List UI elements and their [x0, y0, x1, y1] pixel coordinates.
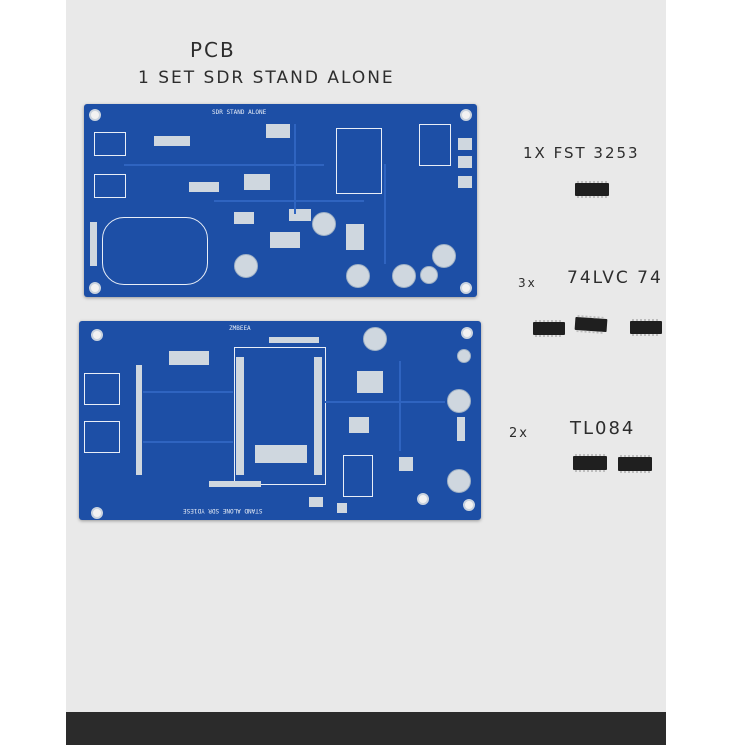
copper-trace [214, 200, 364, 202]
capacitor-pad [346, 264, 370, 288]
smd-pads [169, 351, 209, 365]
capacitor-pad [420, 266, 438, 284]
smd-pads [234, 212, 254, 224]
mounting-hole [417, 493, 429, 505]
title-pcb: PCB [190, 38, 236, 62]
photo-right-background [666, 0, 745, 745]
silk-outline [419, 124, 451, 166]
pcb-board-top: SDR STAND ALONE [84, 104, 477, 297]
label-74lvc74-qty: 3x [518, 276, 537, 290]
silk-outline [102, 217, 208, 285]
tl084-chip [618, 455, 652, 473]
copper-trace [294, 124, 296, 214]
title-set: 1 SET SDR STAND ALONE [138, 68, 395, 88]
smd-pads [309, 497, 323, 507]
copper-trace [325, 401, 445, 403]
header-pads [269, 337, 319, 343]
copper-trace [143, 391, 233, 393]
module-pads [314, 357, 322, 475]
capacitor-pad [457, 349, 471, 363]
pcb-board-bottom: ZMBEEA STAND ALONE SDR YD1ESE [79, 321, 481, 520]
label-fst3253: 1X FST 3253 [523, 144, 640, 162]
label-74lvc74-part: 74LVC 74 [567, 268, 663, 288]
silk-outline [84, 421, 120, 453]
photo-left-background [0, 0, 66, 745]
capacitor-pad [447, 469, 471, 493]
capacitor-pad [234, 254, 258, 278]
silk-outline [343, 455, 373, 497]
fst3253-chip [575, 181, 609, 198]
copper-trace [124, 164, 324, 166]
smd-pads [266, 124, 290, 138]
header-pads [209, 481, 261, 487]
copper-trace [399, 361, 401, 451]
74lvc74-chip [630, 319, 662, 336]
mounting-hole [91, 507, 103, 519]
mounting-hole [460, 282, 472, 294]
smd-pads [399, 457, 413, 471]
mounting-hole [89, 109, 101, 121]
board-silkscreen-text: STAND ALONE SDR YD1ESE [183, 507, 263, 514]
capacitor-pad [432, 244, 456, 268]
header-pads [136, 365, 142, 475]
smd-pads [189, 182, 219, 192]
tl084-chip [573, 454, 607, 472]
silk-outline [234, 347, 326, 485]
dark-floor [66, 712, 666, 745]
header-pads [457, 417, 465, 441]
74lvc74-chip [574, 316, 608, 333]
smd-pads [289, 209, 311, 221]
copper-trace [384, 164, 386, 264]
silk-outline [336, 128, 382, 194]
smd-pads [337, 503, 347, 513]
label-tl084-part: TL084 [570, 418, 636, 439]
label-tl084-qty: 2x [509, 426, 529, 441]
smd-pads [244, 174, 270, 190]
smd-pads [349, 417, 369, 433]
silk-outline [94, 132, 126, 156]
mounting-hole [91, 329, 103, 341]
module-pads [236, 357, 244, 475]
smd-pads [270, 232, 300, 248]
smd-pads [458, 156, 472, 168]
header-pads [90, 222, 97, 266]
mounting-hole [89, 282, 101, 294]
smd-pads [458, 176, 472, 188]
module-pads [255, 445, 307, 463]
capacitor-pad [392, 264, 416, 288]
board-ident-text: ZMBEEA [229, 325, 251, 332]
board-silkscreen-text: SDR STAND ALONE [212, 109, 267, 116]
copper-trace [143, 441, 233, 443]
capacitor-pad [363, 327, 387, 351]
silk-outline [94, 174, 126, 198]
capacitor-pad [447, 389, 471, 413]
mounting-hole [460, 109, 472, 121]
capacitor-pad [312, 212, 336, 236]
smd-pads [458, 138, 472, 150]
smd-pads [154, 136, 190, 146]
silk-outline [84, 373, 120, 405]
smd-pads [346, 224, 364, 250]
mounting-hole [463, 499, 475, 511]
74lvc74-chip [533, 320, 565, 337]
smd-pads [357, 371, 383, 393]
mounting-hole [461, 327, 473, 339]
